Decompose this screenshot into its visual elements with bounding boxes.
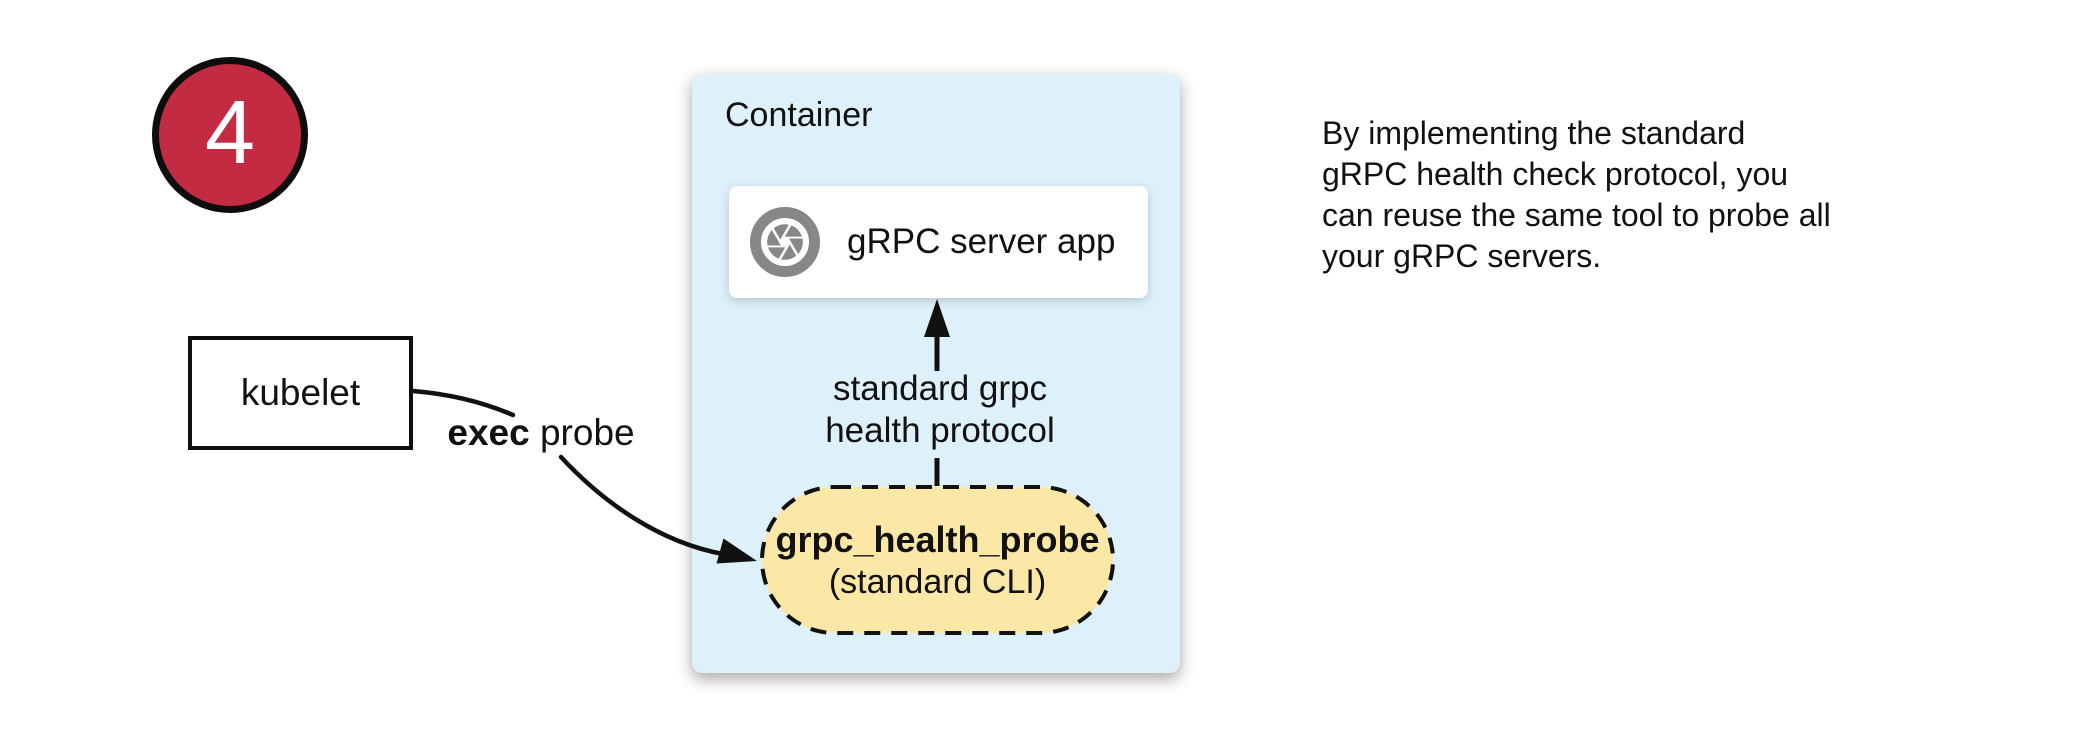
aperture-shutter-icon [750, 207, 820, 277]
note-line: gRPC health check protocol, you [1322, 156, 1789, 192]
grpc-server-label: gRPC server app [847, 222, 1116, 261]
health-protocol-label: standard grpc health protocol [825, 368, 1055, 452]
exec-probe-label-rest: probe [529, 412, 635, 453]
kubelet-node: kubelet [188, 336, 413, 450]
health-protocol-label-line1: standard grpc [832, 369, 1048, 408]
step-badge: 4 [152, 57, 308, 213]
grpc-server-node: gRPC server app [729, 186, 1148, 298]
exec-probe-label-bold: exec [447, 412, 530, 453]
health-protocol-label-line2: health protocol [825, 411, 1055, 450]
probe-subtitle: (standard CLI) [828, 563, 1047, 601]
probe-title: grpc_health_probe [775, 519, 1100, 560]
note-line: your gRPC servers. [1322, 238, 1602, 274]
step-number: 4 [204, 83, 256, 183]
note-text: By implementing the standard gRPC health… [1322, 113, 1831, 277]
container-label: Container [725, 96, 873, 134]
probe-node-text: grpc_health_probe (standard CLI) [762, 487, 1113, 633]
exec-probe-label: exec probe [447, 412, 634, 454]
kubelet-label: kubelet [240, 372, 361, 413]
note-line: By implementing the standard [1322, 115, 1746, 151]
note-line: can reuse the same tool to probe all [1322, 197, 1831, 233]
